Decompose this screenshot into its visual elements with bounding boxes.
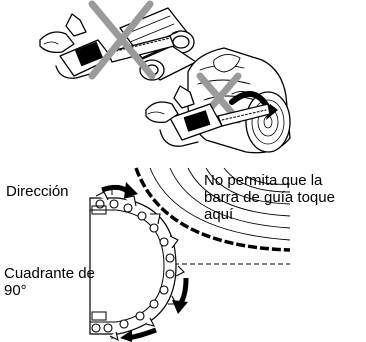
direction-label: Dirección	[6, 183, 69, 200]
direction-arrow-icon	[101, 182, 138, 198]
quadrant-line-2: 90°	[4, 282, 27, 299]
warning-line-2: barra de guía toque	[204, 189, 335, 206]
warning-label: No permita que la barra de guía toque aq…	[204, 172, 335, 223]
prohibited-cut-illustration	[39, 0, 197, 81]
log-edge	[134, 167, 291, 252]
chainsaw-icon	[145, 85, 271, 147]
guide-bar	[89, 197, 177, 335]
chainsaw-icon	[39, 13, 175, 79]
bar-body	[91, 205, 107, 321]
warning-line-3: aquí	[204, 206, 234, 223]
kickback-illustration	[145, 47, 291, 154]
quadrant-line-1: Cuadrante de	[4, 265, 95, 282]
guide-bar-tip-diagram	[89, 167, 291, 342]
prohibited-cross-icon	[88, 0, 156, 80]
warning-line-1: No permita que la	[204, 172, 323, 189]
direction-arrow-icon	[120, 277, 189, 342]
quadrant-label: Cuadrante de 90°	[4, 265, 95, 299]
